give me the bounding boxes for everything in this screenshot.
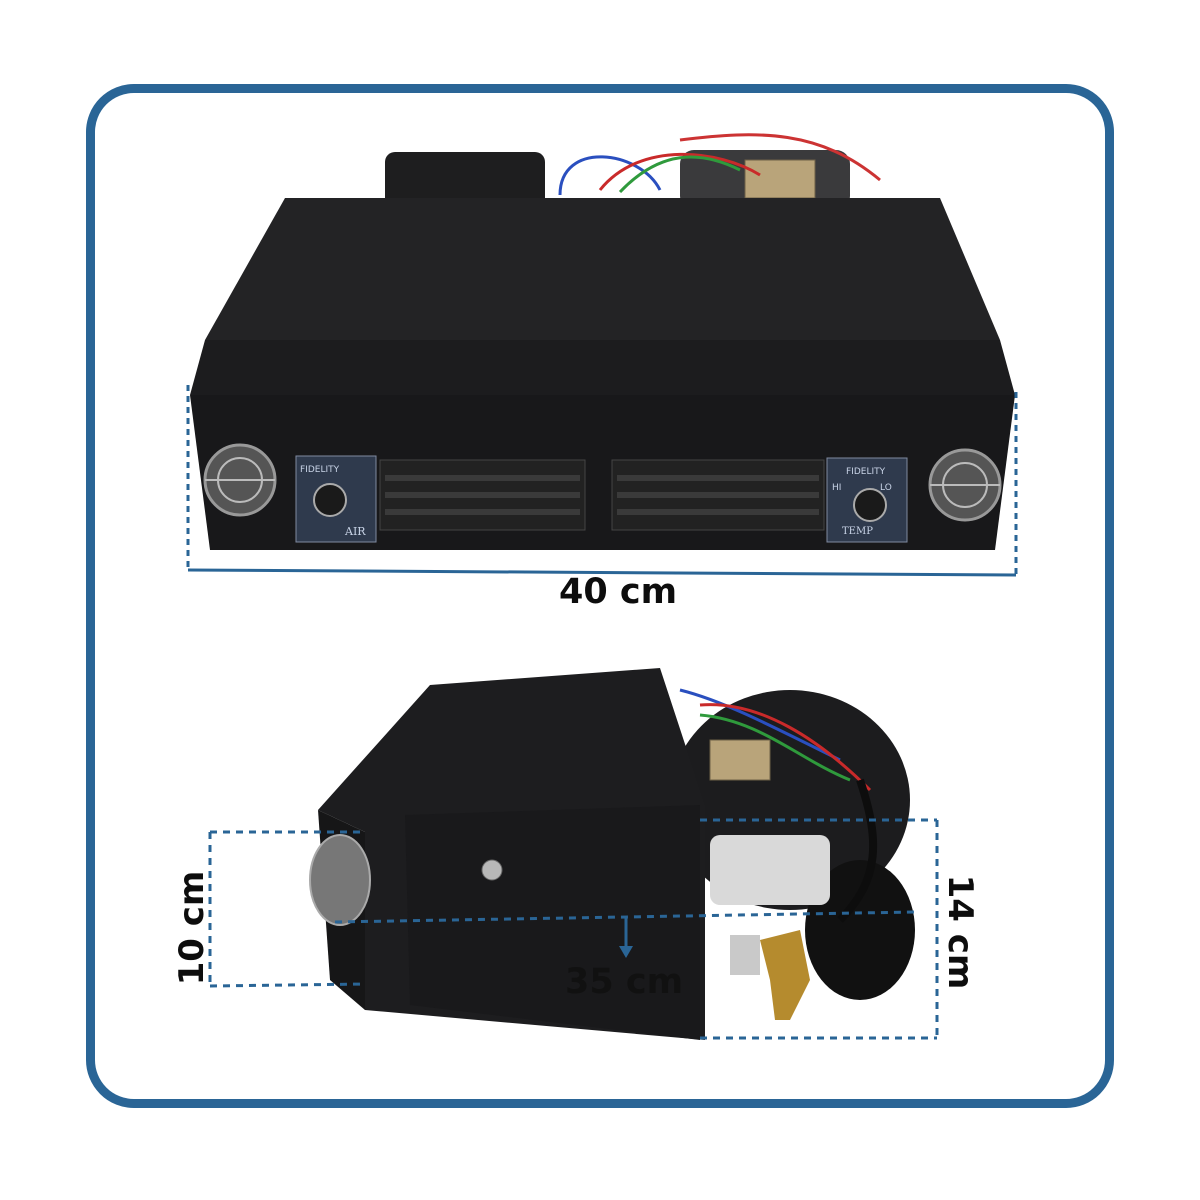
unit-side-view: [309, 668, 915, 1040]
unit-front-view: [190, 133, 1015, 550]
height-rear-dimension: [700, 818, 939, 1040]
side-panel: [405, 805, 700, 1040]
unit-front-top: [190, 340, 1015, 395]
temp-knob-icon: [853, 488, 887, 522]
vent-left-icon: [379, 459, 586, 531]
wire-red-2: [679, 133, 881, 182]
height-rear-label: 14 cm: [940, 874, 980, 990]
wire-green: [618, 155, 741, 194]
wire-blue: [558, 155, 662, 196]
wire-red: [598, 152, 761, 191]
blower-end: [805, 860, 915, 1000]
width-label: 40 cm: [559, 572, 678, 612]
vent-right-icon: [611, 459, 825, 531]
brass-valve-icon: [760, 930, 810, 1020]
arrow-down-icon: [619, 946, 633, 958]
width-dimension-line: [186, 385, 1018, 577]
air-knob-icon: [313, 483, 347, 517]
fitting-icon: [730, 935, 760, 975]
relay-icon: [744, 159, 816, 199]
depth-dimension: [334, 910, 916, 958]
side-grille-icon: [309, 834, 371, 926]
height-front-label: 10 cm: [172, 870, 212, 986]
bolt-icon: [481, 859, 503, 881]
motor-housing: [385, 152, 545, 212]
relay-side-icon: [709, 739, 771, 781]
unit-lid: [205, 198, 1000, 340]
foil-wrap: [710, 835, 830, 905]
depth-label: 35 cm: [565, 962, 684, 1002]
